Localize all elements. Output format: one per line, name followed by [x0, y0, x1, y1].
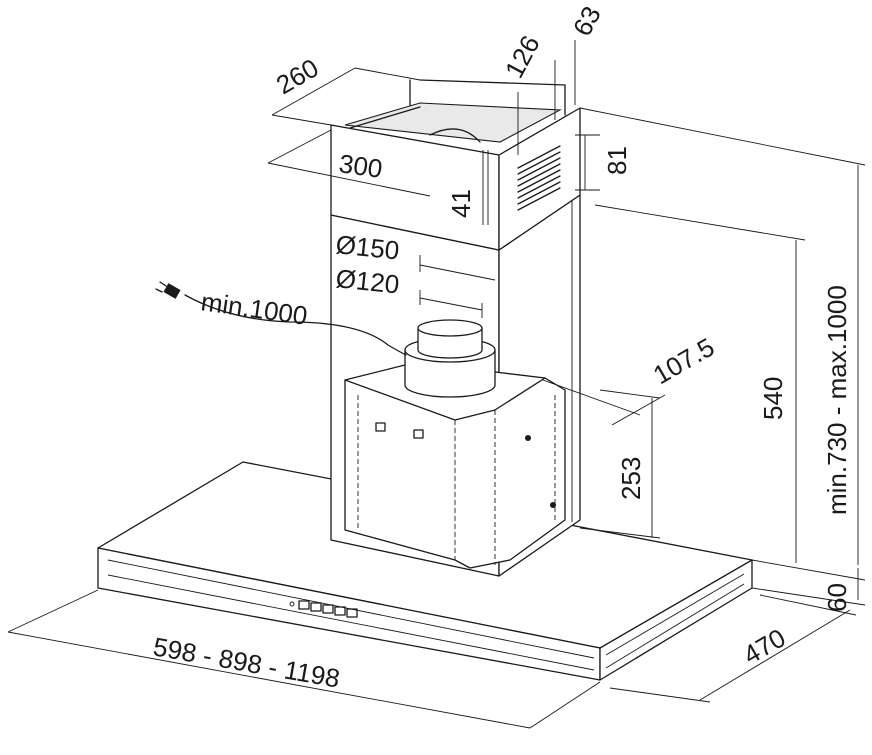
dim-label-107-5: 107.5: [648, 332, 719, 391]
housing-clip: [375, 422, 386, 432]
vent-grille: [517, 145, 561, 211]
control-button: [310, 602, 322, 612]
dim-label-41: 41: [446, 189, 476, 218]
dim-label-260: 260: [271, 53, 324, 101]
control-button: [334, 606, 346, 616]
plug-icon: [155, 281, 181, 299]
dim-label-cable-length: min.1000: [199, 286, 309, 331]
dim-label-total-height: min.730 - max.1000: [822, 285, 852, 515]
dim-label-63: 63: [567, 1, 607, 41]
dim-label-470: 470: [738, 623, 791, 671]
dim-label-outlet-120: Ø120: [334, 263, 400, 299]
dimension-lines: [7, 40, 866, 729]
power-cable: [155, 281, 407, 356]
mounting-screw-icon: [550, 502, 556, 508]
housing-clip: [413, 429, 424, 439]
power-indicator-icon: [289, 601, 295, 607]
control-button: [298, 600, 310, 610]
dim-label-60: 60: [822, 583, 852, 612]
dim-label-canopy-widths: 598 - 898 - 1198: [151, 631, 342, 693]
dim-label-540: 540: [758, 377, 788, 420]
dim-label-outlet-150: Ø150: [334, 229, 400, 265]
outlet-collar: [404, 319, 496, 398]
control-panel: [289, 600, 358, 618]
control-button: [346, 608, 358, 618]
dim-label-81: 81: [602, 146, 632, 175]
dim-label-253: 253: [616, 457, 646, 500]
dim-label-126: 126: [499, 30, 546, 82]
control-button: [322, 604, 334, 614]
dim-label-300: 300: [337, 148, 384, 184]
mounting-screw-icon: [525, 435, 531, 441]
